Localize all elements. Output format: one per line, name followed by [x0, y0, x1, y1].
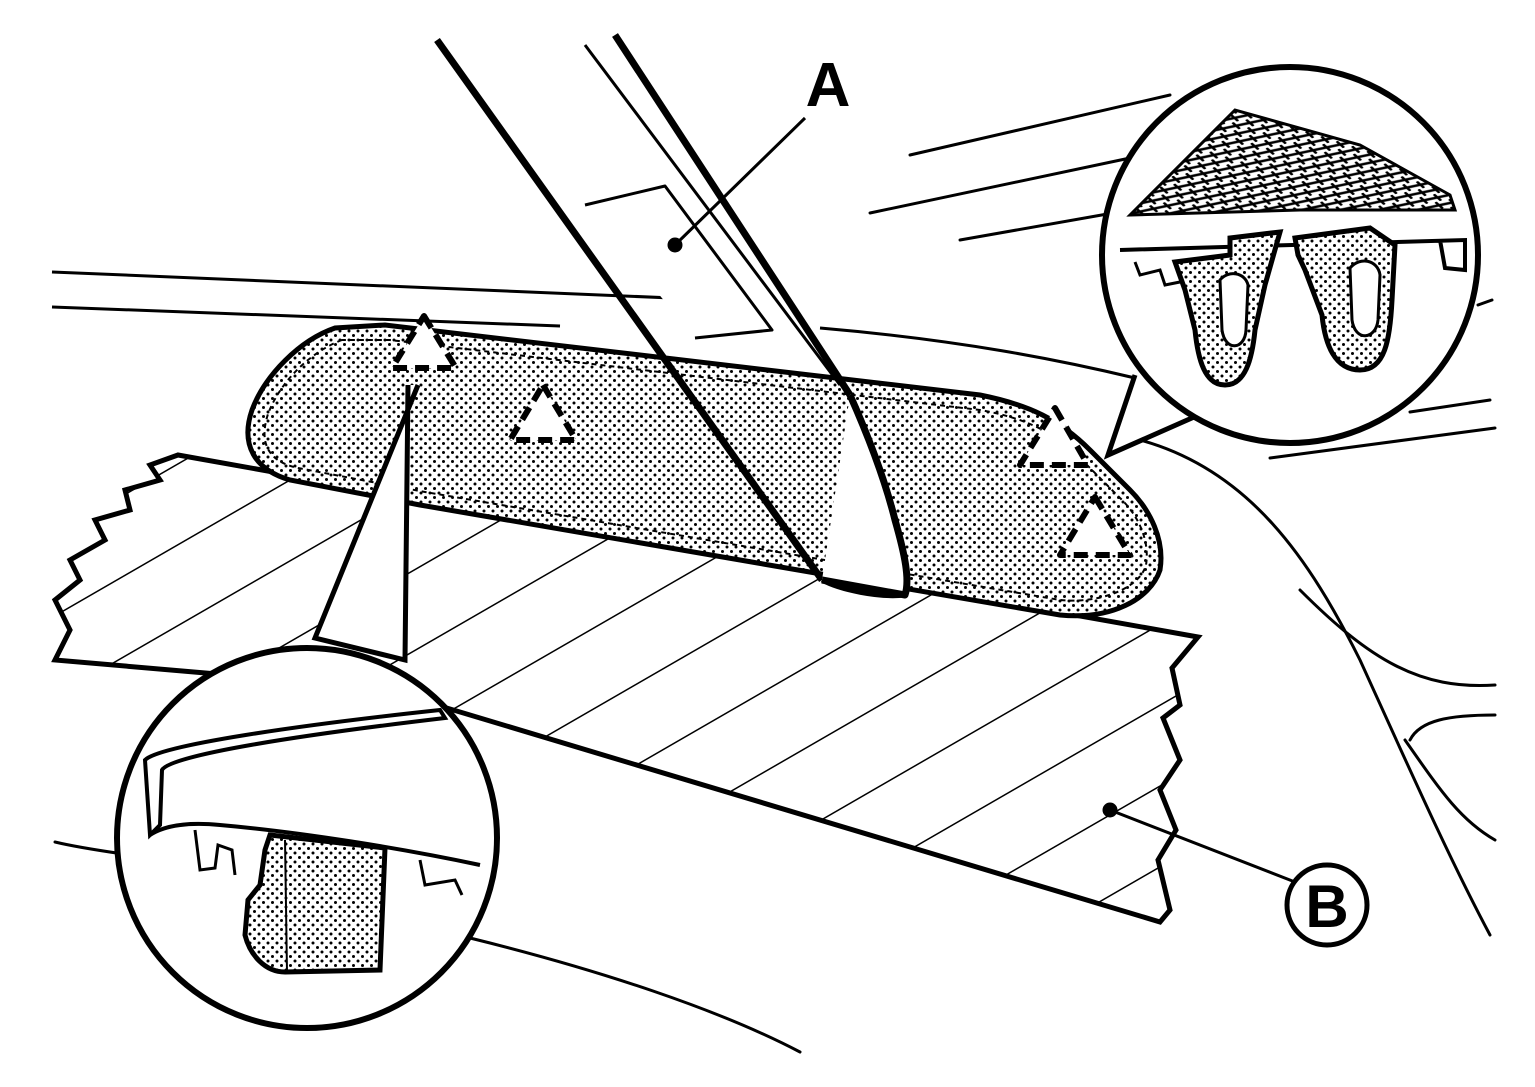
- background-lines: [53, 93, 1497, 1054]
- callout-labels: A B: [806, 51, 1370, 948]
- clip-marker-triangle: [1057, 494, 1133, 558]
- label-b-badge: B: [1284, 862, 1370, 948]
- detail-callout-left: [114, 384, 500, 1031]
- clip-marker-triangle: [507, 382, 579, 443]
- label-b: B: [1305, 873, 1348, 940]
- roof-panel-lines: [51, 270, 1136, 380]
- label-a: A: [806, 51, 851, 120]
- detail-callout-right: [1099, 64, 1481, 460]
- clip-position-markers: [389, 313, 1133, 558]
- clip-marker-triangle: [1017, 405, 1091, 468]
- pillar-trim-a: [434, 33, 911, 599]
- clip-marker-triangle: [389, 313, 459, 371]
- leader-lines: [667, 116, 1296, 884]
